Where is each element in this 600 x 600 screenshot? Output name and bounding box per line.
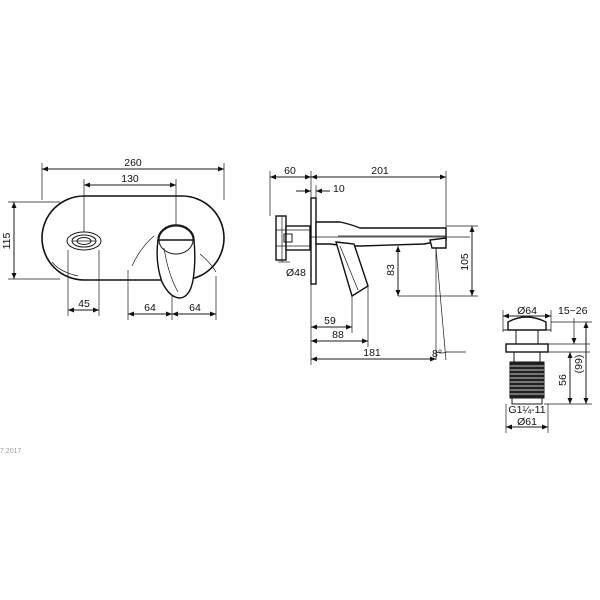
dim-spout-label: 201 <box>371 165 389 177</box>
dim-top-diameter-label: Ø64 <box>517 305 537 317</box>
dim-left-half-label: 64 <box>144 302 156 314</box>
dim-spout-height-label: 105 <box>459 253 471 271</box>
dim-thread-label: G1¼-11 <box>508 404 545 416</box>
dim-handle-height-label: 83 <box>385 264 397 276</box>
dim-bottom-diameter-label: Ø61 <box>517 416 537 428</box>
dim-angle-label: 8° <box>432 348 442 360</box>
dim-depth-label: 60 <box>284 165 296 177</box>
dim-59-label: 59 <box>324 315 336 327</box>
dim-spacing-label: 130 <box>121 173 139 185</box>
dim-height-label: 115 <box>1 232 13 249</box>
dim-diameter-label: Ø48 <box>286 267 306 279</box>
waste-view: Ø64 15~26 (99) 56 G1¼-11 Ø61 <box>502 305 592 433</box>
front-view: 260 130 115 45 64 64 <box>1 157 225 320</box>
spout-outlet-icon <box>66 231 102 251</box>
front-backplate <box>41 195 225 281</box>
side-view: 60 201 10 105 83 Ø48 <box>269 165 478 365</box>
dim-right-half-label: 64 <box>189 302 201 314</box>
dim-56-label: 56 <box>557 374 569 386</box>
dim-range-label: 15~26 <box>558 305 588 317</box>
side-backplate <box>310 197 317 285</box>
threaded-body <box>509 361 545 399</box>
lever-handle-icon <box>131 224 217 299</box>
date-fragment: 7.2017 <box>0 448 22 455</box>
dim-181-label: 181 <box>363 347 381 359</box>
dim-99-label: (99) <box>573 355 585 374</box>
dim-plate-label: 10 <box>333 183 345 195</box>
dim-handle-offset-label: 45 <box>78 298 90 310</box>
dim-88-label: 88 <box>332 329 344 341</box>
dim-width-label: 260 <box>124 157 142 169</box>
